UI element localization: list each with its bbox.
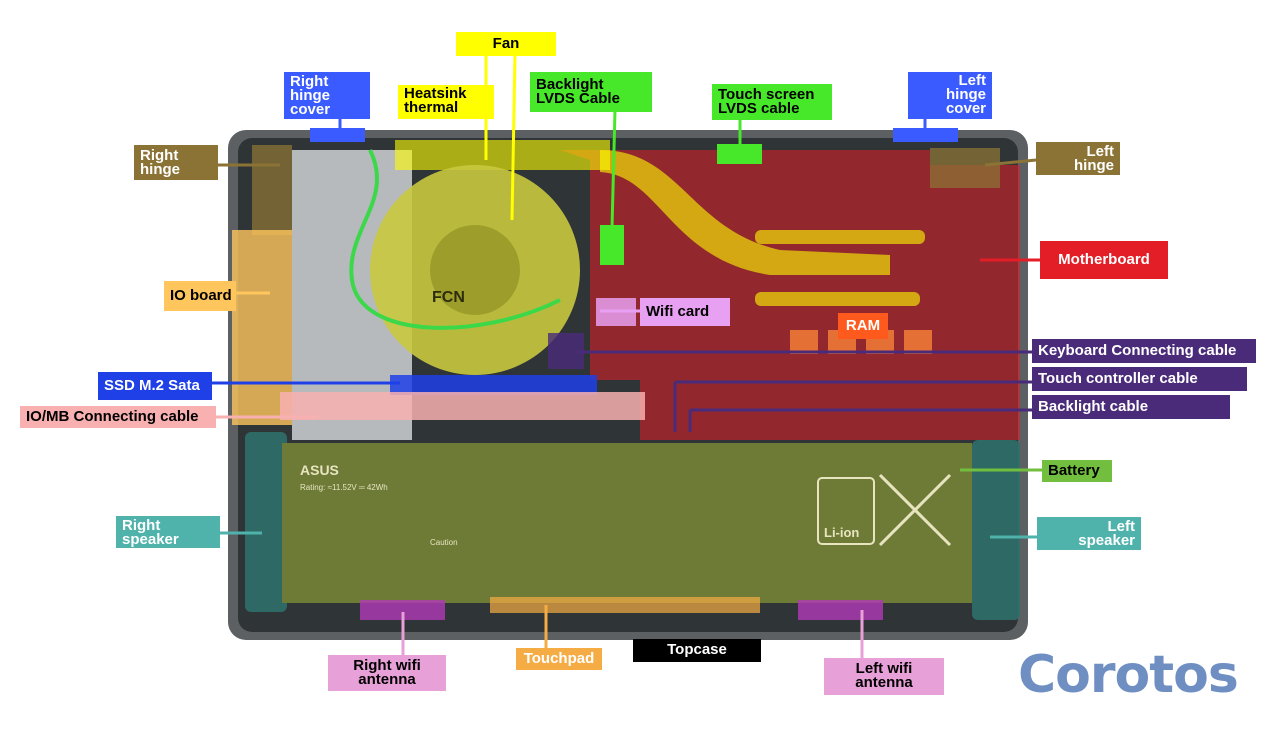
battery-label: Battery [1042, 460, 1112, 482]
backlight-lvds-shape [600, 225, 624, 265]
right-speaker-shape [245, 432, 287, 612]
left-speaker-shape [972, 440, 1020, 620]
io-mb-cable-label: IO/MB Connecting cable [20, 406, 216, 428]
battery-cover [282, 443, 972, 603]
left-speaker-label: Left speaker [1037, 517, 1141, 550]
right-hinge-label: Right hinge [134, 145, 218, 180]
touch-lvds-shape [717, 144, 762, 164]
touch-controller-cable-label: Touch controller cable [1032, 367, 1247, 391]
recycle-box [817, 477, 875, 545]
corotos-logo: Corotos [1018, 645, 1239, 705]
heatsink-label: Heatsink thermal [398, 85, 494, 119]
right-hinge-cover-shape [310, 128, 365, 142]
green-cable [349, 149, 561, 330]
backlight-lvds-label: Backlight LVDS Cable [530, 72, 652, 112]
right-wifi-antenna-shape [360, 600, 445, 620]
right-wifi-antenna-label: Right wifi antenna [328, 655, 446, 691]
wifi-card-label: Wifi card [640, 298, 730, 326]
right-hinge-cover-label: Right hinge cover [284, 72, 370, 119]
fan-brand-text: FCN [432, 289, 465, 306]
io-mb-cable-shape [280, 392, 645, 420]
touchpad-connector [490, 597, 760, 613]
battery-brand: ASUS [300, 462, 339, 478]
right-hinge-shape [252, 145, 292, 235]
left-hinge-shape [930, 148, 1000, 188]
io-board-label: IO board [164, 281, 236, 311]
left-hinge-cover-shape [893, 128, 958, 142]
right-speaker-label: Right speaker [116, 516, 220, 548]
battery-shape [282, 443, 972, 603]
fan-label: Fan [456, 32, 556, 56]
backlight-cable-label: Backlight cable [1032, 395, 1230, 419]
ram-label: RAM [838, 313, 888, 339]
bin-cross-2 [878, 473, 952, 547]
touch-lvds-label: Touch screen LVDS cable [712, 84, 832, 120]
fan-heatsink-region [370, 140, 925, 375]
left-wifi-antenna-shape [798, 600, 883, 620]
li-ion-text: Li-ion [824, 525, 859, 540]
ssd-label: SSD M.2 Sata [98, 372, 212, 400]
battery-rating: Rating: ≈11.52V ═ 42Wh [300, 483, 388, 492]
battery-caution: Caution [430, 538, 458, 547]
left-hinge-cover-label: Left hinge cover [908, 72, 992, 119]
touchpad-label: Touchpad [516, 648, 602, 670]
keyboard-cable-label: Keyboard Connecting cable [1032, 339, 1256, 363]
leader-lines [186, 54, 1044, 658]
left-wifi-antenna-label: Left wifi antenna [824, 658, 944, 695]
motherboard-label: Motherboard [1040, 241, 1168, 279]
left-hinge-label: Left hinge [1036, 142, 1120, 175]
ssd-shape [390, 375, 597, 395]
topcase-label: Topcase [633, 639, 761, 662]
